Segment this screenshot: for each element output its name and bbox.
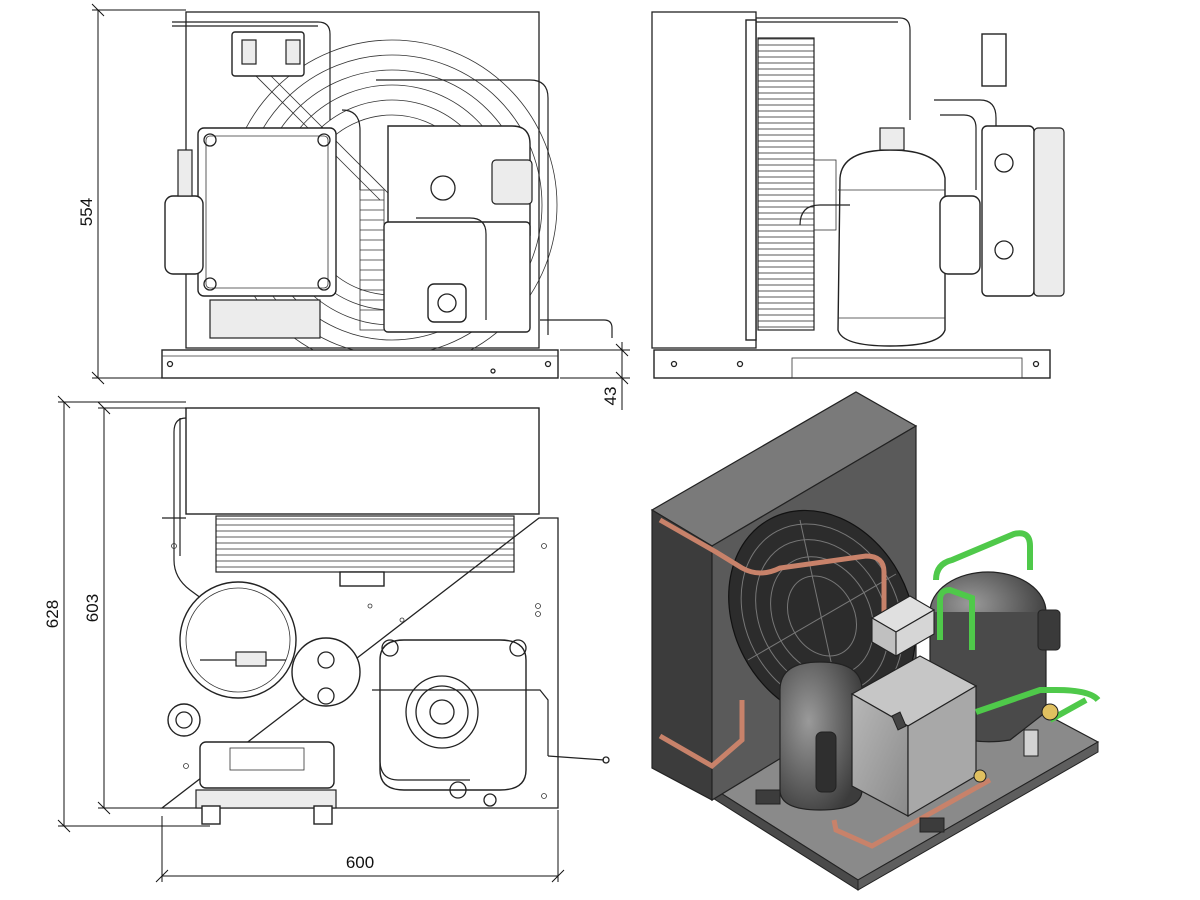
dimension-depth-inner: 603 bbox=[83, 401, 186, 815]
dimension-depth-outer: 628 bbox=[43, 395, 210, 833]
fan-guard-side bbox=[757, 37, 815, 331]
iso-green-pipe-side bbox=[975, 687, 1101, 715]
liquid-receiver bbox=[164, 195, 204, 275]
iso-filter-drier bbox=[815, 731, 837, 793]
dimension-height-label: 554 bbox=[77, 198, 96, 226]
dimension-height: 554 bbox=[77, 3, 186, 385]
electrical-box-side bbox=[981, 125, 1035, 297]
dimension-width: 600 bbox=[155, 810, 565, 883]
sight-glass bbox=[235, 651, 267, 667]
compressor-side bbox=[837, 149, 946, 347]
receiver-top bbox=[179, 581, 297, 699]
compressor-fitting bbox=[879, 127, 905, 151]
dimension-width-label: 600 bbox=[346, 853, 374, 872]
bracket bbox=[209, 299, 321, 339]
electrical-box bbox=[197, 127, 337, 297]
dimension-base-height: 43 bbox=[560, 342, 630, 410]
condenser-top bbox=[185, 407, 540, 515]
iso-view bbox=[650, 391, 1101, 891]
top-view: 628 603 600 bbox=[43, 395, 610, 883]
compressor-dome bbox=[387, 125, 531, 236]
iso-green-pipe-top bbox=[933, 530, 1033, 581]
front-view: 554 43 bbox=[77, 3, 630, 410]
electrical-box-top bbox=[199, 741, 335, 789]
condenser-side-panel bbox=[651, 11, 757, 349]
side-view bbox=[651, 11, 1065, 379]
base-plate bbox=[161, 349, 559, 379]
filter-drier bbox=[939, 195, 981, 275]
fan-grille-top bbox=[215, 515, 515, 573]
fitting-top bbox=[167, 703, 201, 737]
dimension-depth-outer-label: 628 bbox=[43, 600, 62, 628]
filter-top bbox=[291, 637, 361, 707]
iso-copper-pipe-top bbox=[658, 517, 887, 640]
dimension-base-height-label: 43 bbox=[601, 387, 620, 406]
iso-copper-pipe-base bbox=[831, 777, 992, 849]
iso-service-valve bbox=[1023, 729, 1039, 757]
pressure-switch-side bbox=[981, 33, 1007, 87]
dimension-depth-inner-label: 603 bbox=[83, 594, 102, 622]
iso-fan-guard bbox=[728, 509, 916, 723]
base-plate-side bbox=[653, 349, 1051, 379]
iso-condenser-side bbox=[651, 508, 713, 801]
service-valve bbox=[427, 283, 467, 323]
